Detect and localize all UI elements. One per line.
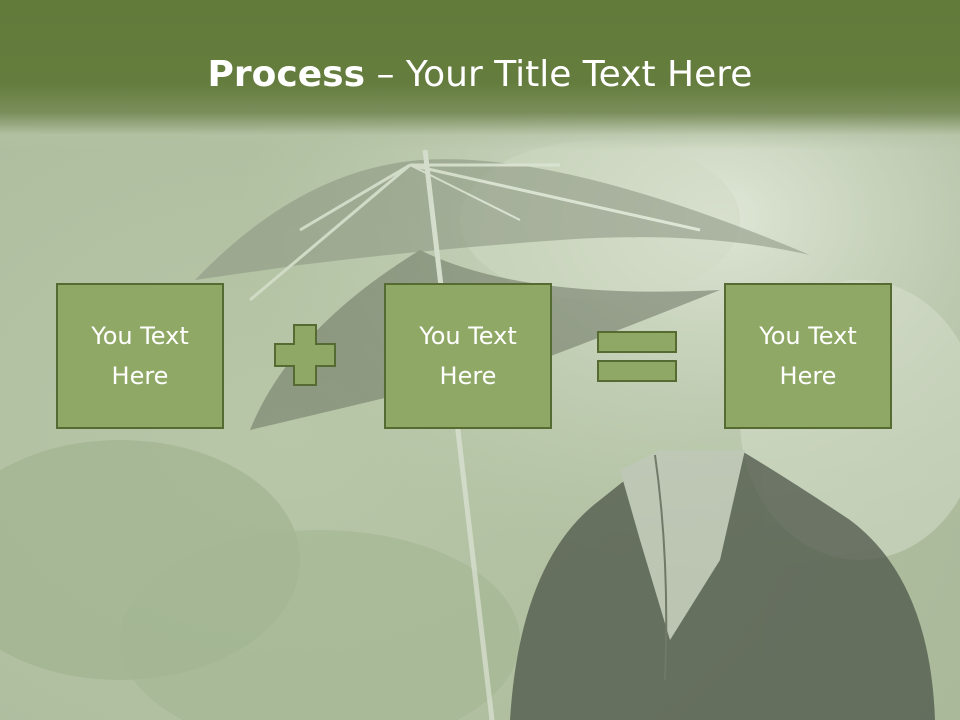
process-box-1[interactable]: You Text Here [56,283,224,429]
title-bold: Process [207,54,366,95]
process-box-2[interactable]: You Text Here [384,283,552,429]
plus-icon [274,324,336,386]
title-bar [0,0,960,150]
title-rest: – Your Title Text Here [365,54,753,95]
equals-icon [597,331,677,382]
person-shape [510,450,935,720]
slide-title: Process – Your Title Text Here [0,52,960,98]
process-box-3[interactable]: You Text Here [724,283,892,429]
